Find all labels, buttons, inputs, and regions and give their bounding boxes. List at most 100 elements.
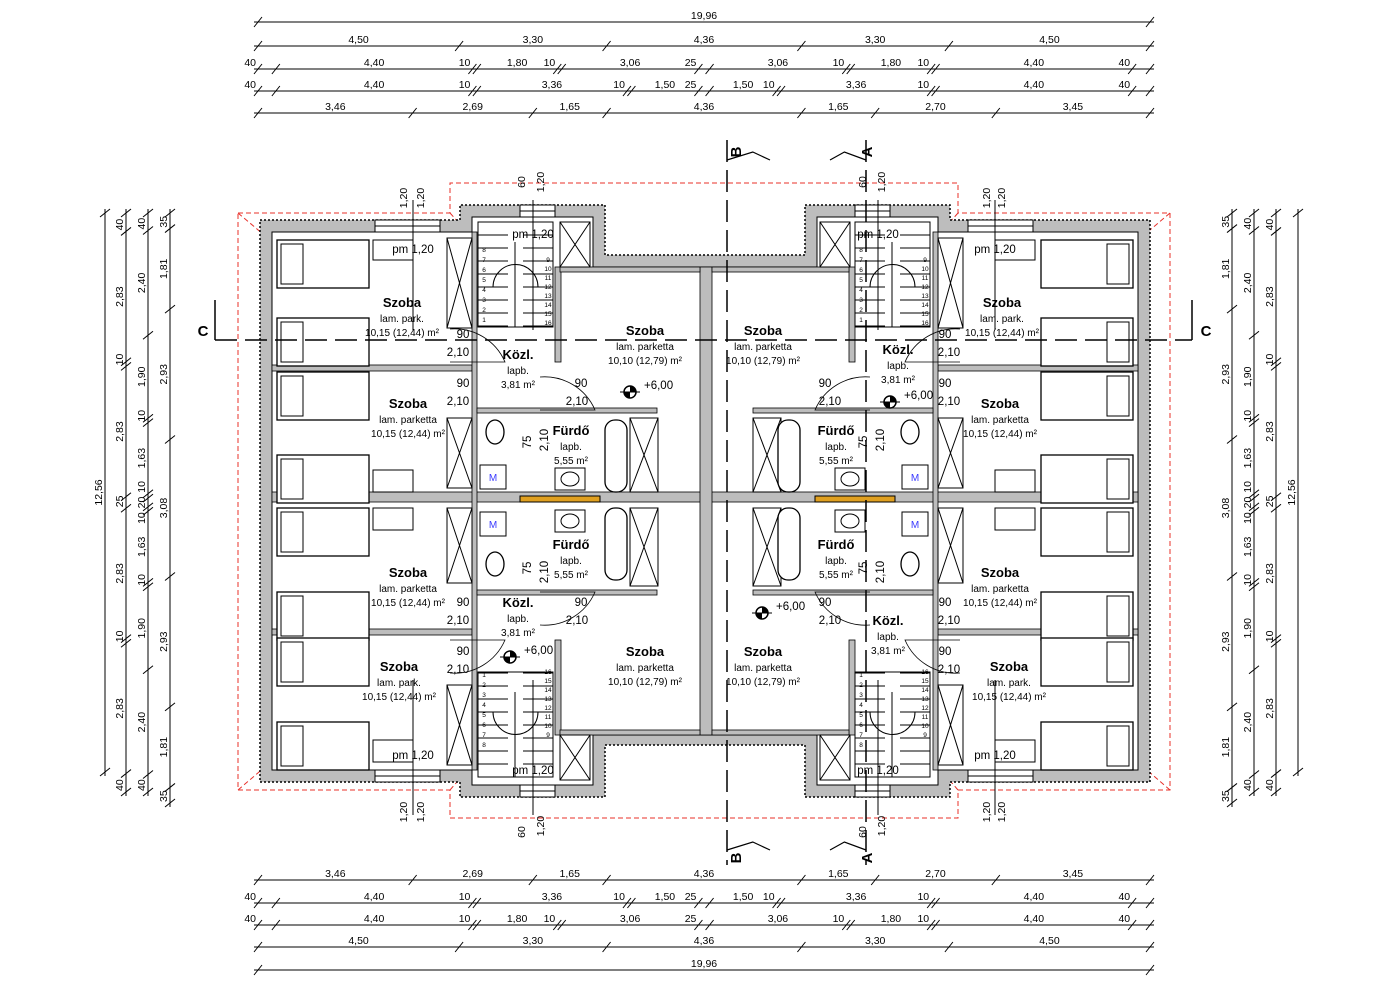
stair-step-number: 15 <box>544 678 552 685</box>
sink <box>840 471 860 487</box>
room-name: Közl. <box>502 595 533 610</box>
dimension-tick <box>271 897 281 909</box>
dimension-tick <box>120 357 132 367</box>
door-dimension: 2,10 <box>447 664 469 676</box>
dimension-tick <box>468 919 477 931</box>
section-arrow-icon <box>726 841 771 851</box>
dimension-value: 25 <box>685 57 697 69</box>
dimension-tick <box>841 63 851 75</box>
dimension-tick <box>1145 964 1155 976</box>
section-arrow-icon <box>726 151 771 161</box>
door-dimension: 75 <box>858 562 870 575</box>
dimension-tick <box>142 413 154 423</box>
dimension-value: 4,40 <box>364 57 385 69</box>
door-dimension: 2,10 <box>447 396 469 408</box>
room-floor: lam. park. <box>377 678 421 689</box>
dimension-tick <box>776 85 786 97</box>
dimension-tick <box>944 40 954 52</box>
room-name: Fürdő <box>818 537 855 552</box>
door-dimension: 90 <box>939 597 952 609</box>
dimension-value: 1,63 <box>1242 448 1254 469</box>
dimension-value: 10 <box>544 913 556 925</box>
stair-step-number: 4 <box>859 702 863 709</box>
dimension-tick <box>472 919 482 931</box>
dimension-tick <box>120 503 132 513</box>
dimension-tick <box>253 874 263 886</box>
dimension-value: 1,81 <box>158 737 170 758</box>
pillow <box>1106 321 1130 363</box>
room-name: Közl. <box>502 347 533 362</box>
stair-step-number: 8 <box>859 742 863 749</box>
dimension-tick <box>142 493 154 503</box>
room-area: 5,55 m² <box>819 570 854 581</box>
dimension-tick <box>622 897 632 909</box>
chimney <box>814 495 896 503</box>
dimension-tick <box>454 941 464 953</box>
dimension-value: 4,40 <box>1024 57 1045 69</box>
dimension-value: 40 <box>136 779 148 791</box>
stair-step-number: 15 <box>544 311 552 318</box>
dimension-value: 1,50 <box>655 891 676 903</box>
dimension-tick <box>120 638 132 648</box>
stair-step-number: 10 <box>544 723 552 730</box>
stair-step-number: 4 <box>859 287 863 294</box>
dimension-value: 1,50 <box>655 79 676 91</box>
dimension-value: 10 <box>114 630 126 642</box>
dimension-tick <box>846 919 856 931</box>
pillow <box>1106 725 1130 767</box>
dimension-value: 2,40 <box>1242 712 1254 733</box>
dimension-tick <box>1270 634 1282 644</box>
dimension-value: 1,90 <box>136 618 148 639</box>
walls <box>259 204 1151 798</box>
dimension-tick <box>253 897 263 909</box>
dimension-value: 3,30 <box>865 34 886 46</box>
dimension-tick <box>1248 493 1260 503</box>
dimension-tick <box>931 63 940 75</box>
room-area: 10,10 (12,79) m² <box>608 356 683 367</box>
stair-step-number: 9 <box>546 257 550 264</box>
dimension-tick <box>841 919 851 931</box>
section-label-a: A <box>859 852 876 863</box>
stair-step-number: 16 <box>544 669 552 676</box>
dimension-value: 2,83 <box>114 563 126 584</box>
dimension-tick <box>1145 874 1155 886</box>
dimension-value: 40 <box>244 57 256 69</box>
wardrobe-cross <box>446 684 473 766</box>
dimension-tick <box>1248 208 1260 218</box>
pillow <box>1106 375 1130 417</box>
section-label-b: B <box>728 852 745 863</box>
stair-step-number: 7 <box>482 732 486 739</box>
dimension-value: 40 <box>114 779 126 791</box>
dimension-value: 2,83 <box>114 698 126 719</box>
wardrobe-cross <box>446 507 473 584</box>
dimension-tick <box>271 63 281 75</box>
wardrobe-cross <box>937 417 964 489</box>
dimension-value: 1,63 <box>136 536 148 557</box>
stair-arc <box>869 264 916 288</box>
dimension-tick <box>1226 798 1238 808</box>
dimension-value: 10 <box>763 891 775 903</box>
interior-wall <box>476 407 658 414</box>
room-name: Szoba <box>981 565 1020 580</box>
dimension-value: 2,69 <box>463 868 484 880</box>
dimension-value: 10 <box>1242 574 1254 586</box>
stair-step-number: 10 <box>921 723 929 730</box>
dimension-value: 2,93 <box>158 631 170 652</box>
room-area: 3,81 m² <box>501 380 536 391</box>
dimension-tick <box>408 874 418 886</box>
dimension-tick <box>694 919 703 931</box>
room-area: 3,81 m² <box>871 646 906 657</box>
dimension-value: 1,65 <box>559 101 580 113</box>
stair-step-number: 12 <box>921 705 929 712</box>
stair-step-number: 14 <box>544 687 552 694</box>
dimension-value: 4,50 <box>1039 34 1060 46</box>
stair-step-number: 6 <box>859 267 863 274</box>
level-label: +6,00 <box>776 601 805 613</box>
dimension-value: 10 <box>833 57 845 69</box>
dimension-tick <box>1248 787 1260 797</box>
door-swing <box>449 639 506 674</box>
opening-dimension: 1,20 <box>415 802 427 823</box>
door-dimension: 90 <box>457 646 470 658</box>
door-dimension: 90 <box>939 378 952 390</box>
